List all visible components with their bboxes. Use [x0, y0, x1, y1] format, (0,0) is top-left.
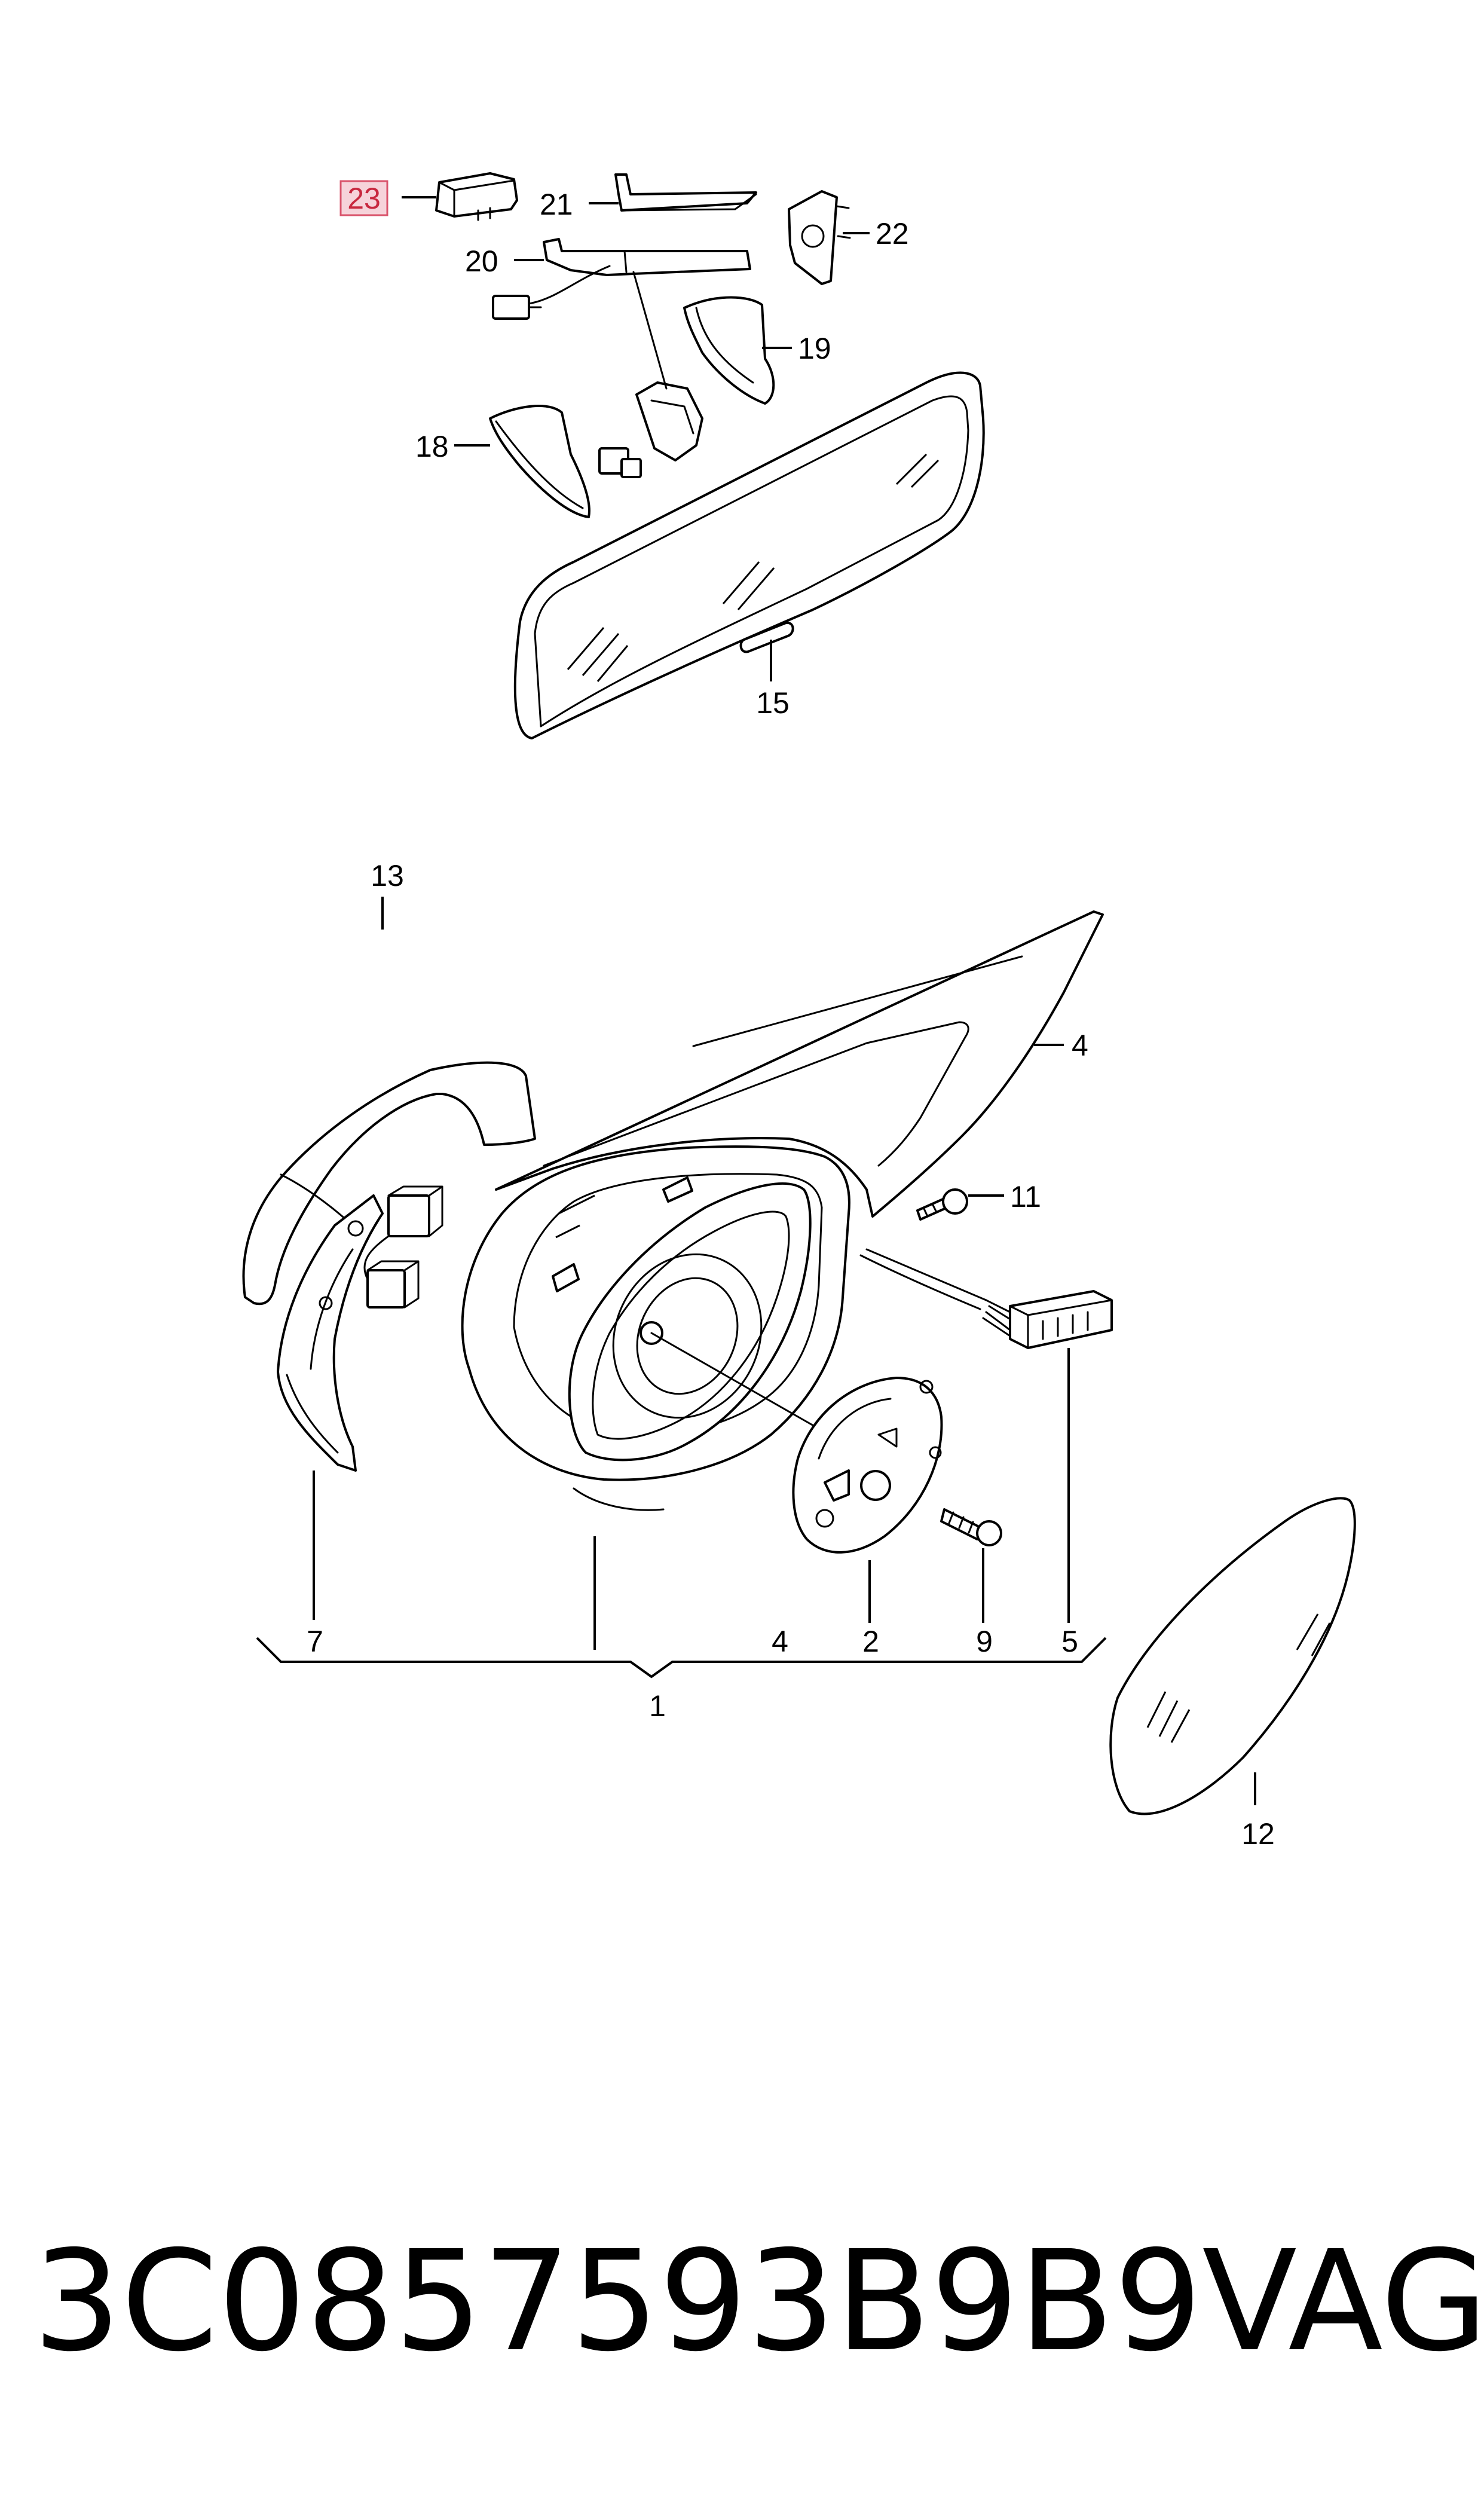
part-13-mirror-cap[interactable]	[242, 1061, 536, 1306]
callout-21[interactable]: 21	[540, 188, 573, 221]
callout-4-top[interactable]: 4	[1072, 1029, 1088, 1062]
callout-7[interactable]: 7	[307, 1625, 323, 1658]
callout-9[interactable]: 9	[976, 1625, 993, 1658]
callout-11[interactable]: 11	[1010, 1180, 1041, 1213]
callout-22[interactable]: 22	[876, 217, 909, 250]
callout-5[interactable]: 5	[1061, 1625, 1078, 1658]
part-18-trim[interactable]	[489, 405, 642, 518]
footer: 3C0857593B9B9 VAG	[33, 2221, 1484, 2382]
part-15-rear-view-mirror[interactable]	[513, 371, 985, 739]
callout-19[interactable]: 19	[798, 332, 831, 365]
part-11-screw[interactable]	[916, 1188, 968, 1221]
part-19-trim[interactable]	[683, 296, 775, 405]
part-4-seal-plate[interactable]	[495, 910, 1104, 1218]
part-9-screw[interactable]	[940, 1508, 1002, 1546]
callout-labels: 23 21 22 20 19 18 15 13 4 11 7 4 2 9 5 1…	[307, 180, 1275, 1851]
callout-20[interactable]: 20	[465, 244, 498, 278]
callout-18[interactable]: 18	[415, 430, 449, 463]
callout-4-bottom[interactable]: 4	[772, 1625, 788, 1658]
part-2-adjustment-motor[interactable]	[792, 1377, 943, 1554]
part-7-turn-signal[interactable]	[277, 1185, 443, 1472]
leader-lines	[256, 196, 1256, 1805]
callout-12[interactable]: 12	[1241, 1817, 1275, 1851]
callout-13[interactable]: 13	[371, 859, 404, 892]
part-12-mirror-glass[interactable]	[1109, 1497, 1356, 1815]
callout-1[interactable]: 1	[649, 1689, 666, 1723]
part-5-wiring-harness[interactable]	[859, 1248, 1113, 1349]
callout-23-highlight	[339, 180, 388, 216]
brand: VAG	[1202, 2221, 1484, 2382]
part-1-mirror-housing[interactable]	[461, 1145, 850, 1511]
part-23-sensor[interactable]	[435, 172, 518, 221]
mirror-mount-stem	[632, 271, 703, 461]
callout-15[interactable]: 15	[756, 686, 790, 720]
part-21-cover[interactable]	[614, 173, 757, 212]
part-22-clip[interactable]	[788, 190, 851, 285]
callout-23[interactable]: 23	[347, 182, 381, 215]
part-number: 3C0857593B9B9	[33, 2221, 1203, 2382]
callout-2[interactable]: 2	[862, 1625, 879, 1658]
part-20-mount-plate[interactable]	[492, 238, 751, 320]
